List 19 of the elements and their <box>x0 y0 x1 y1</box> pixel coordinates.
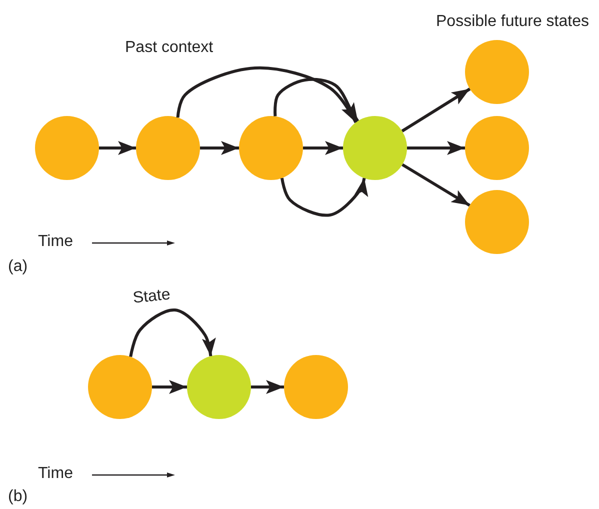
panel-label: (a) <box>8 259 28 275</box>
panel-label: (b) <box>8 489 28 505</box>
heading: Past context <box>125 40 214 56</box>
arrow <box>176 66 358 124</box>
arrow <box>152 380 187 394</box>
arc-label: State <box>132 287 172 307</box>
arrow <box>280 178 368 217</box>
arrow <box>303 141 343 155</box>
heading: Possible future states <box>436 14 589 30</box>
arrow <box>200 141 239 155</box>
axis-label: Time <box>38 466 73 482</box>
arrow <box>129 308 216 358</box>
arrow <box>99 141 136 155</box>
arrow <box>401 88 471 132</box>
arrow <box>407 141 465 155</box>
arrow <box>402 163 470 207</box>
arrow <box>251 380 284 394</box>
axis-label: Time <box>38 234 73 250</box>
arrow <box>274 78 360 122</box>
